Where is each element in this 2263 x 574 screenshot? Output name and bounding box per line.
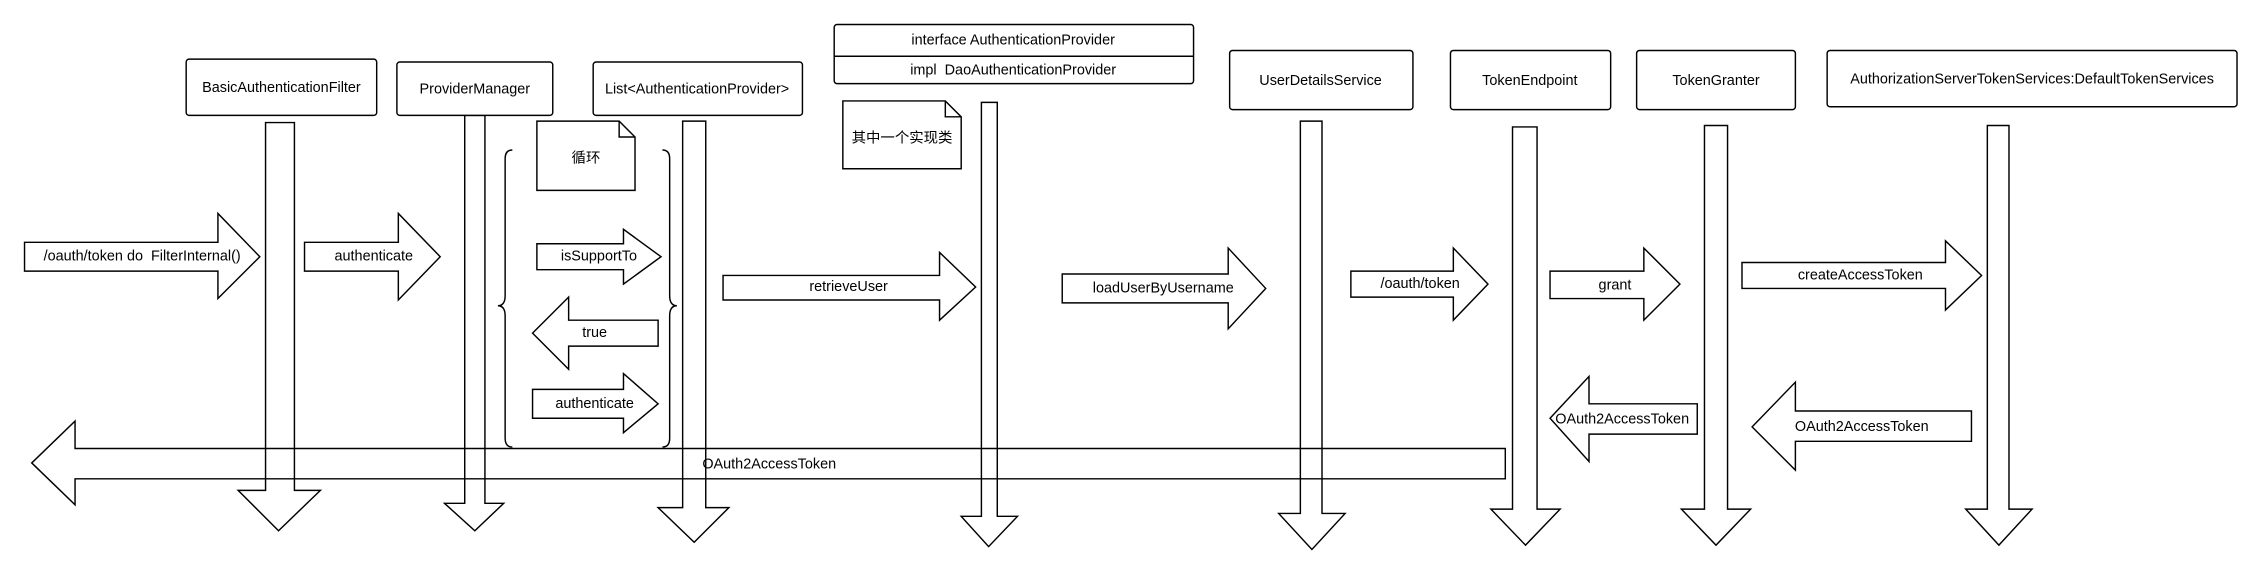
message-grant: grant — [1549, 246, 1681, 322]
participant-box — [833, 23, 1195, 85]
note-label: 循环 — [572, 150, 601, 167]
message-true: true — [531, 295, 659, 371]
message-arrow — [1350, 246, 1489, 322]
participant-token-services: AuthorizationServerTokenServices:Default… — [1826, 49, 2238, 108]
participant-token-granter: TokenGranter — [1635, 49, 1797, 111]
message-label: authenticate — [555, 396, 634, 412]
message-authenticate: authenticate — [303, 211, 442, 302]
participant-label: TokenEndpoint — [1482, 73, 1577, 89]
participant-box — [1635, 49, 1797, 111]
note-fold — [944, 100, 962, 118]
message-retrieve-user: retrieveUser — [722, 250, 977, 322]
message-authenticate-provider: authenticate — [531, 371, 660, 435]
participant-provider-list: List<AuthenticationProvider> — [592, 61, 804, 117]
participant-box — [592, 61, 804, 117]
participant-user-details-service: UserDetailsService — [1228, 49, 1414, 111]
interface-label: interface AuthenticationProvider — [911, 32, 1115, 48]
lifeline-provider-manager — [442, 114, 506, 532]
message-load-user-by-username: loadUserByUsername — [1061, 246, 1267, 331]
message-create-access-token: createAccessToken — [1741, 239, 1983, 312]
message-label: isSupportTo — [561, 249, 637, 265]
message-arrow — [23, 211, 261, 301]
participant-box — [185, 58, 378, 117]
lifeline-token-services — [1964, 124, 2034, 547]
lifeline-authentication-provider — [959, 101, 1020, 548]
note-one-implementation: 其中一个实现类 — [842, 100, 962, 170]
message-label: loadUserByUsername — [1093, 280, 1234, 296]
participant-token-endpoint: TokenEndpoint — [1449, 49, 1612, 111]
note-fold — [618, 121, 636, 138]
message-label: OAuth2AccessToken — [1555, 412, 1689, 428]
message-arrow — [531, 371, 660, 435]
message-return-access-token: OAuth2AccessToken — [30, 419, 1507, 507]
loop-left-brace — [497, 149, 513, 448]
message-arrow — [1741, 239, 1983, 312]
message-label: retrieveUser — [809, 279, 888, 295]
message-label: createAccessToken — [1798, 267, 1923, 283]
message-return-token-services: OAuth2AccessToken — [1751, 380, 1973, 472]
message-label: grant — [1599, 278, 1632, 294]
participant-authentication-provider: interface AuthenticationProvider impl Da… — [833, 23, 1195, 85]
impl-label: impl DaoAuthenticationProvider — [910, 63, 1116, 79]
lifeline-basic-authentication-filter — [236, 121, 323, 532]
message-arrow — [1549, 374, 1698, 464]
message-arrow — [1061, 246, 1267, 331]
message-label: true — [582, 325, 607, 341]
message-label: /oauth/token do FilterInternal() — [44, 249, 241, 265]
participant-box — [396, 61, 554, 117]
message-arrow — [531, 295, 659, 371]
message-label: OAuth2AccessToken — [1795, 419, 1929, 435]
note-shape — [842, 100, 962, 170]
lifeline-user-details-service — [1277, 120, 1347, 551]
loop-right-brace — [662, 149, 677, 448]
message-oauth-token: /oauth/token — [1350, 246, 1489, 322]
participant-box — [1826, 49, 2238, 108]
message-arrow — [1549, 246, 1681, 322]
lifelines — [236, 101, 2034, 551]
message-arrow — [722, 250, 977, 322]
participant-box — [1228, 49, 1414, 111]
message-label: authenticate — [335, 249, 414, 265]
participant-label: AuthorizationServerTokenServices:Default… — [1850, 71, 2214, 87]
participant-basic-authentication-filter: BasicAuthenticationFilter — [185, 58, 378, 117]
message-label: OAuth2AccessToken — [702, 456, 836, 472]
participant-label: ProviderManager — [420, 81, 531, 97]
message-arrow — [303, 211, 442, 302]
participant-label: UserDetailsService — [1259, 73, 1382, 89]
note-label: 其中一个实现类 — [852, 129, 953, 146]
note-shape — [536, 120, 636, 192]
message-arrow — [536, 227, 663, 286]
participant-label: List<AuthenticationProvider> — [605, 81, 789, 97]
participant-box — [1449, 49, 1612, 111]
participant-provider-manager: ProviderManager — [396, 61, 554, 117]
message-arrow — [1751, 380, 1973, 472]
lifeline-provider-list — [656, 120, 731, 544]
note-loop: 循环 — [536, 120, 636, 192]
message-arrow — [30, 419, 1507, 507]
participant-label: BasicAuthenticationFilter — [202, 80, 361, 96]
participant-label: TokenGranter — [1672, 73, 1760, 89]
lifeline-token-endpoint — [1489, 126, 1562, 547]
message-return-token-granter: OAuth2AccessToken — [1549, 374, 1698, 464]
message-is-support-to: isSupportTo — [536, 227, 663, 286]
message-label: /oauth/token — [1380, 276, 1459, 292]
lifeline-token-granter — [1679, 124, 1753, 547]
message-filter-internal: /oauth/token do FilterInternal() — [23, 211, 261, 301]
